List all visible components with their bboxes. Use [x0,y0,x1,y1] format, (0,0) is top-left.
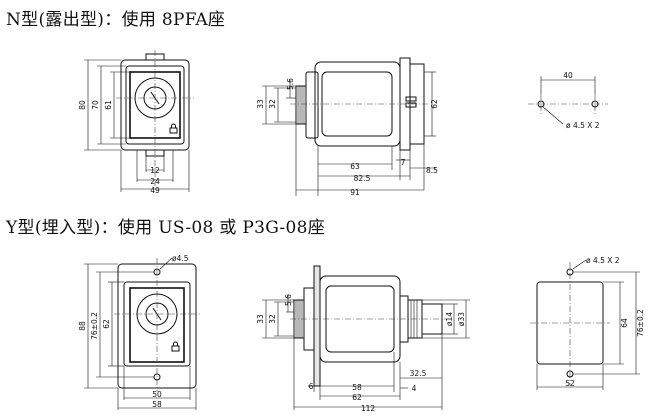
n-side-height-right: 62 [430,99,439,109]
y-side-depth-gap: 4 [412,384,417,393]
y-front-height-inner: 62 [102,319,111,329]
y-type-heading: Y型(埋入型)：使用 US-08 或 P3G-08座 [6,218,325,238]
n-front-width-small: 12 [150,166,160,175]
y-side-depth-total: 112 [361,404,376,413]
y-side-depth-panel: 6 [309,382,314,391]
n-side-view: 33 32 5.6 62 63 82.5 91 7 8.5 [256,57,439,197]
n-front-height-mid: 70 [91,100,100,110]
y-mount-hole-label: ø 4.5 X 2 [586,256,620,265]
y-side-dia-large: ø33 [457,312,466,326]
n-side-depth-a: 63 [350,162,360,171]
y-side-height-b: 32 [268,314,277,324]
n-front-height-outer: 80 [78,100,87,110]
y-mount-height-tol: 76±0.2 [636,309,645,337]
y-mount-height-a: 64 [620,318,629,328]
y-side-height-c: 5.6 [284,294,293,306]
n-front-lock-icon [169,127,178,134]
n-side-knob [295,85,307,125]
y-front-width-outer: 58 [152,400,162,409]
n-side-depth-tail: 8.5 [426,166,438,175]
n-type-heading: N型(露出型)：使用 8PFA座 [6,10,226,30]
y-front-hole-label: ø4.5 [172,254,189,263]
n-mount-hole-right [591,100,599,108]
y-front-height-tol: 76±0.2 [90,312,99,340]
n-side-depth-tab: 7 [401,158,406,167]
n-mount-pattern: 40 ø 4.5 X 2 [528,71,608,130]
n-mount-spacing: 40 [563,71,573,80]
y-side-height-a: 33 [256,314,265,324]
n-side-depth-b: 82.5 [354,174,371,183]
n-side-depth-total: 91 [350,188,360,197]
y-front-height-outer: 88 [78,321,87,331]
n-front-height-inner: 61 [104,100,113,110]
n-side-height-a: 33 [256,99,265,109]
y-front-lock-icon [171,345,180,352]
y-side-view: 33 32 5.6 ø14 ø33 6 58 62 112 32.5 [256,265,470,413]
y-side-depth-tail: 32.5 [410,369,427,378]
n-side-height-b: 32 [268,99,277,109]
n-mount-hole-left [537,100,545,108]
y-side-depth-b: 62 [352,393,362,402]
y-mount-cutout: ø 4.5 X 2 64 76±0.2 52 [530,256,645,390]
n-mount-hole-label: ø 4.5 X 2 [566,121,600,130]
n-side-height-c: 5.6 [286,78,295,90]
y-front-view: ø4.5 88 76±0.2 62 50 58 [78,254,200,410]
y-side-depth-a: 58 [352,383,362,392]
y-side-panel [313,265,321,387]
y-mount-width: 52 [565,379,575,388]
y-side-dia-small: ø14 [445,312,454,326]
y-front-width-inner: 50 [152,390,162,399]
n-front-view: 80 70 61 12 24 49 [78,50,194,195]
n-front-width-total: 49 [150,186,160,195]
n-front-width-mid: 24 [150,177,160,186]
